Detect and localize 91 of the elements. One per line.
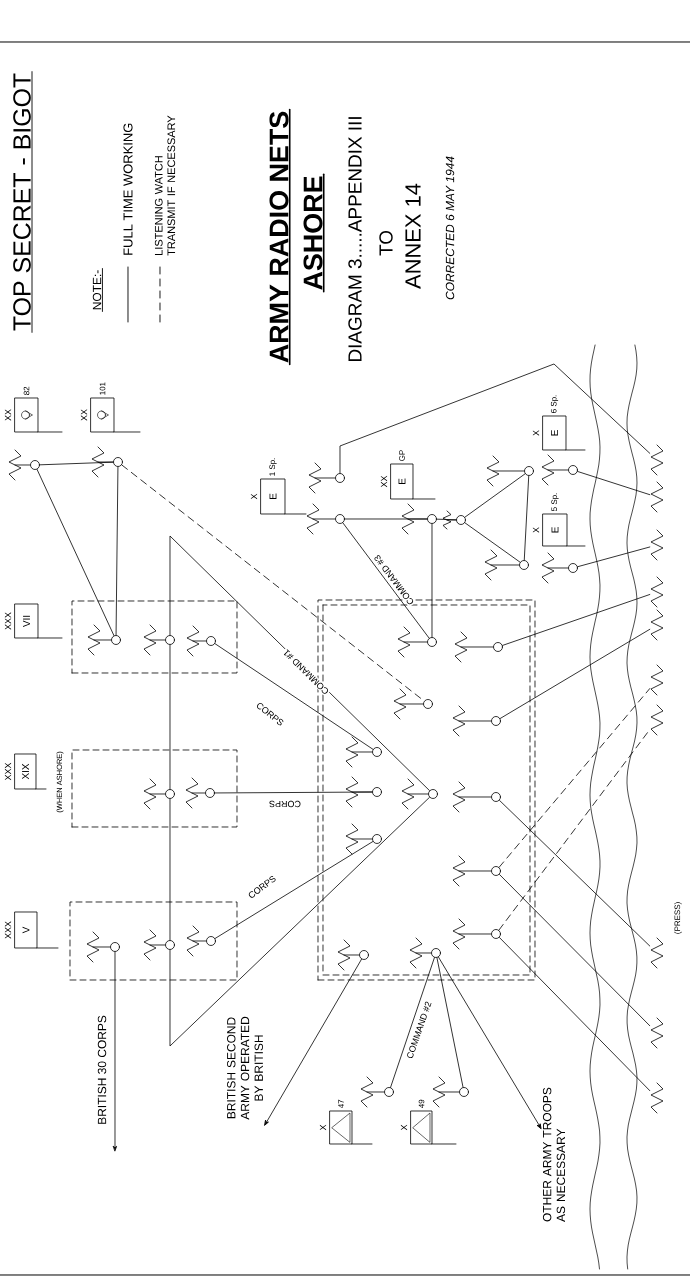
connector-line [214,791,373,794]
destination-label: OTHER ARMY TROOPS AS NECESSARY [542,1087,566,1222]
radio-station [452,705,501,737]
radio-station [308,462,345,494]
connector-line [436,957,464,1088]
antenna-symbol [650,664,664,696]
radio-station [345,736,382,768]
radio-station [442,510,466,530]
radio-station [452,855,501,887]
dashed-box [69,901,238,981]
subtitle: DIAGRAM 3.....APPENDIX III [348,117,362,362]
radio-station [541,454,578,486]
radio-station [401,778,438,810]
connector-line [39,461,114,466]
radio-station [186,625,216,657]
radio-station [486,455,534,487]
connector-line [502,594,651,646]
radio-station [143,624,175,656]
connector-line [214,643,374,750]
legend-item: FULL TIME WORKING [123,123,133,323]
connector-line [499,874,651,1027]
connector-line [169,644,171,790]
connector-line [169,798,171,941]
radio-station [393,688,433,720]
radio-station [143,929,175,961]
connector-line [498,688,651,868]
subtitle: ANNEX 14 [405,183,421,289]
correction-note: CORRECTED 6 MAY 1944 [445,156,455,300]
radio-station [432,1076,469,1108]
radio-station [143,778,175,810]
connector-line [431,523,433,638]
note-heading: NOTE:- [92,268,103,312]
title: ASHORE [303,173,325,293]
connector-line [499,628,651,719]
arrow [438,956,542,1129]
radio-station [186,925,216,957]
connector-line [169,797,430,1047]
dashed-box [71,749,238,828]
radio-station [452,781,501,813]
antenna-symbol [650,1082,664,1114]
antenna-symbol [650,576,664,608]
connector-line [464,473,526,518]
radio-station [484,549,529,581]
radio-station [360,1076,394,1108]
radio-station [345,823,382,855]
edge-label: BRITISH 30 CORPS [96,1014,108,1126]
antenna-symbol [650,609,664,641]
radio-station [306,503,345,535]
connector-line [499,937,651,1092]
connector-line [36,469,115,636]
connector-line [436,518,457,521]
antenna-symbol [650,529,664,561]
radio-station [345,776,382,808]
radio-station [454,631,503,663]
radio-station [337,939,369,971]
connector-line [390,957,435,1088]
classification-text: TOP SECRET - BIGOT [13,71,33,333]
connector-line [577,546,651,568]
connector-line [115,466,119,636]
radio-station [541,552,578,584]
subtitle: TO [379,230,393,256]
connector-line [498,729,651,931]
connector-line [577,471,651,496]
antenna-symbol [650,937,664,969]
antenna-symbol [650,1017,664,1049]
legend-item: LISTENING WATCH TRANSMIT IF NECESSARY [154,115,176,323]
connector-line [342,522,430,639]
radio-station [86,931,120,963]
arrow [264,958,362,1126]
connector-line [214,841,374,939]
connector-line [523,475,530,561]
antenna-symbol [650,704,664,736]
connector-line [499,800,651,947]
radio-station [401,503,437,535]
antenna-symbol [650,444,664,476]
edge-label: CORPS [268,799,302,809]
dashed-box [71,600,238,674]
radio-station [397,626,437,658]
radio-station [8,449,40,481]
destination-label: BRITISH SECOND ARMY OPERATED BY BRITISH [227,1016,263,1120]
connector-line [464,522,521,563]
radio-station [91,446,123,478]
connector-line [339,363,651,474]
radio-station [409,937,441,969]
arrow [113,951,117,1152]
connector-line [344,518,428,520]
title: ARMY RADIO NETS [269,108,291,366]
antenna-symbol [650,481,664,513]
radio-station [452,918,501,950]
radio-station [87,624,121,656]
radio-station [185,777,215,809]
